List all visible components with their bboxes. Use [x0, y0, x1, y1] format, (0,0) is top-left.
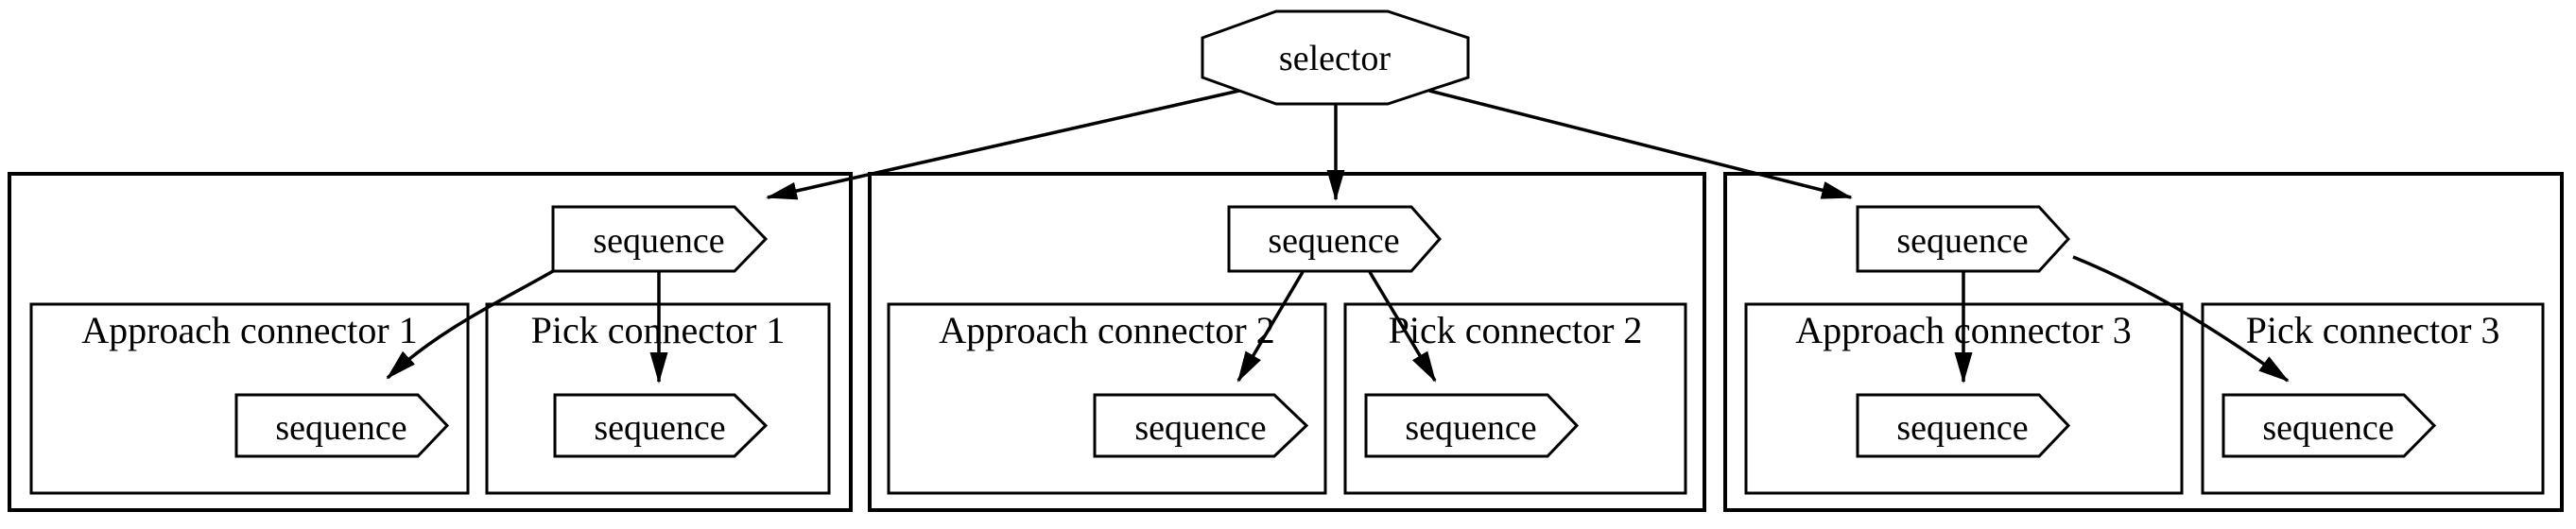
edge-cluster3-sequence-to-pick3-sequence	[2072, 255, 2290, 383]
cluster-2-border	[868, 172, 1706, 512]
cluster-1-border	[8, 172, 853, 512]
approach-connector-1-title: Approach connector 1	[81, 309, 417, 351]
cluster-3-sequence-label: sequence	[1896, 221, 2028, 261]
cluster-2-sequence-label: sequence	[1268, 221, 1399, 261]
pick-1-sequence-node	[553, 393, 769, 458]
cluster-2-sequence-node	[1227, 205, 1443, 273]
edge-selector-to-cluster1-sequence	[766, 89, 1240, 200]
pick-3-sequence-node	[2222, 393, 2437, 458]
approach-3-sequence-label: sequence	[1896, 408, 2028, 448]
edge-cluster1-sequence-to-approach1-sequence	[386, 269, 554, 380]
edge-cluster2-sequence-to-pick2-sequence	[1368, 271, 1437, 383]
edge-selector-to-cluster3-sequence	[1428, 89, 1853, 199]
selector-node	[1201, 9, 1470, 106]
pick-2-sequence-label: sequence	[1405, 408, 1536, 448]
approach-2-sequence-label: sequence	[1134, 408, 1266, 448]
pick-connector-2-box	[1343, 302, 1687, 495]
cluster-1-sequence-label: sequence	[593, 221, 724, 261]
cluster-3-border	[1723, 172, 2564, 512]
approach-1-sequence-node	[234, 393, 450, 458]
pick-3-sequence-label: sequence	[2262, 408, 2394, 448]
pick-2-sequence-node	[1364, 393, 1580, 458]
approach-3-sequence-node	[1856, 393, 2071, 458]
approach-connector-2-title: Approach connector 2	[939, 309, 1274, 351]
cluster-3-sequence-node	[1856, 205, 2071, 273]
pick-connector-3-box	[2201, 302, 2545, 495]
pick-connector-2-title: Pick connector 2	[1389, 309, 1643, 351]
selector-label: selector	[1279, 39, 1392, 78]
pick-connector-3-title: Pick connector 3	[2246, 309, 2500, 351]
pick-1-sequence-label: sequence	[594, 408, 725, 448]
edge-cluster2-sequence-to-approach2-sequence	[1236, 271, 1305, 383]
approach-2-sequence-node	[1093, 393, 1309, 458]
cluster-1-sequence-node	[551, 205, 769, 273]
approach-1-sequence-label: sequence	[275, 408, 406, 448]
approach-connector-2-box	[887, 302, 1327, 495]
approach-connector-1-box	[29, 302, 470, 495]
